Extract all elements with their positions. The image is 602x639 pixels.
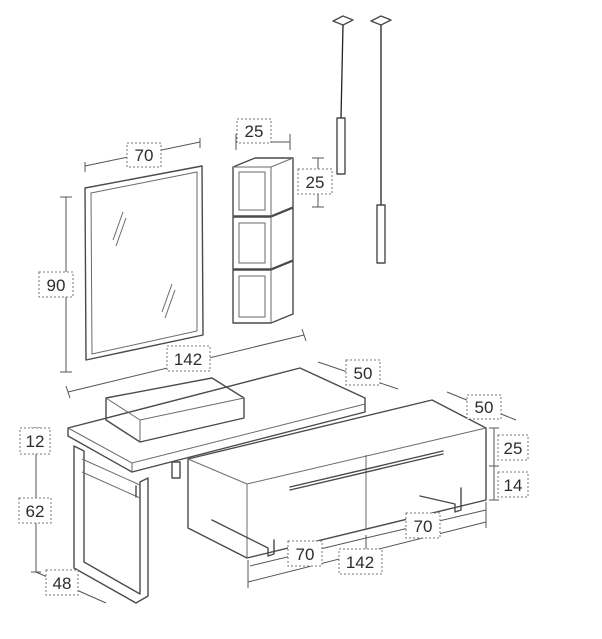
- dim-label-drawer-right-width: 70: [405, 512, 441, 539]
- svg-text:25: 25: [245, 122, 264, 141]
- drawer-cabinet: [187, 399, 487, 559]
- dim-label-mirror-width: 70: [126, 142, 162, 168]
- svg-text:70: 70: [296, 545, 315, 564]
- dim-label-mirror-height: 90: [38, 271, 74, 298]
- svg-text:50: 50: [354, 364, 373, 383]
- svg-text:12: 12: [26, 432, 45, 451]
- svg-text:142: 142: [346, 553, 374, 572]
- svg-text:48: 48: [53, 574, 72, 593]
- svg-text:70: 70: [414, 517, 433, 536]
- svg-text:142: 142: [174, 350, 202, 369]
- mirror: [84, 165, 204, 361]
- dim-label-top-thickness: 12: [19, 427, 51, 455]
- svg-text:50: 50: [475, 398, 494, 417]
- pendant-lamp-right: [370, 15, 392, 264]
- countertop: [67, 367, 366, 473]
- dim-label-side-depth: 48: [45, 569, 79, 596]
- side-frame: [73, 445, 181, 604]
- pendant-lamps: [332, 15, 392, 264]
- dim-label-leg-height: 14: [497, 471, 529, 498]
- dim-label-shelf-height: 25: [297, 168, 333, 195]
- dim-label-cabinet-height: 25: [497, 434, 529, 461]
- dim-label-cabinet-length: 142: [338, 548, 383, 575]
- svg-text:62: 62: [26, 502, 45, 521]
- vessel-sink: [105, 377, 245, 443]
- svg-text:25: 25: [504, 439, 523, 458]
- dim-label-drawer-left-width: 70: [287, 540, 323, 567]
- dim-label-shelf-width: 25: [236, 118, 272, 144]
- dim-label-top-length: 142: [166, 345, 211, 372]
- svg-text:14: 14: [504, 476, 523, 495]
- shelf-cubes: [232, 157, 294, 324]
- svg-text:25: 25: [306, 173, 325, 192]
- svg-text:90: 90: [47, 276, 66, 295]
- svg-text:70: 70: [135, 146, 154, 165]
- dim-label-top-depth: 50: [345, 359, 381, 386]
- dim-label-cabinet-depth: 50: [466, 394, 502, 420]
- dim-label-side-height: 62: [18, 497, 52, 524]
- pendant-lamp-left: [332, 15, 354, 175]
- dimension-lines: [31, 134, 517, 604]
